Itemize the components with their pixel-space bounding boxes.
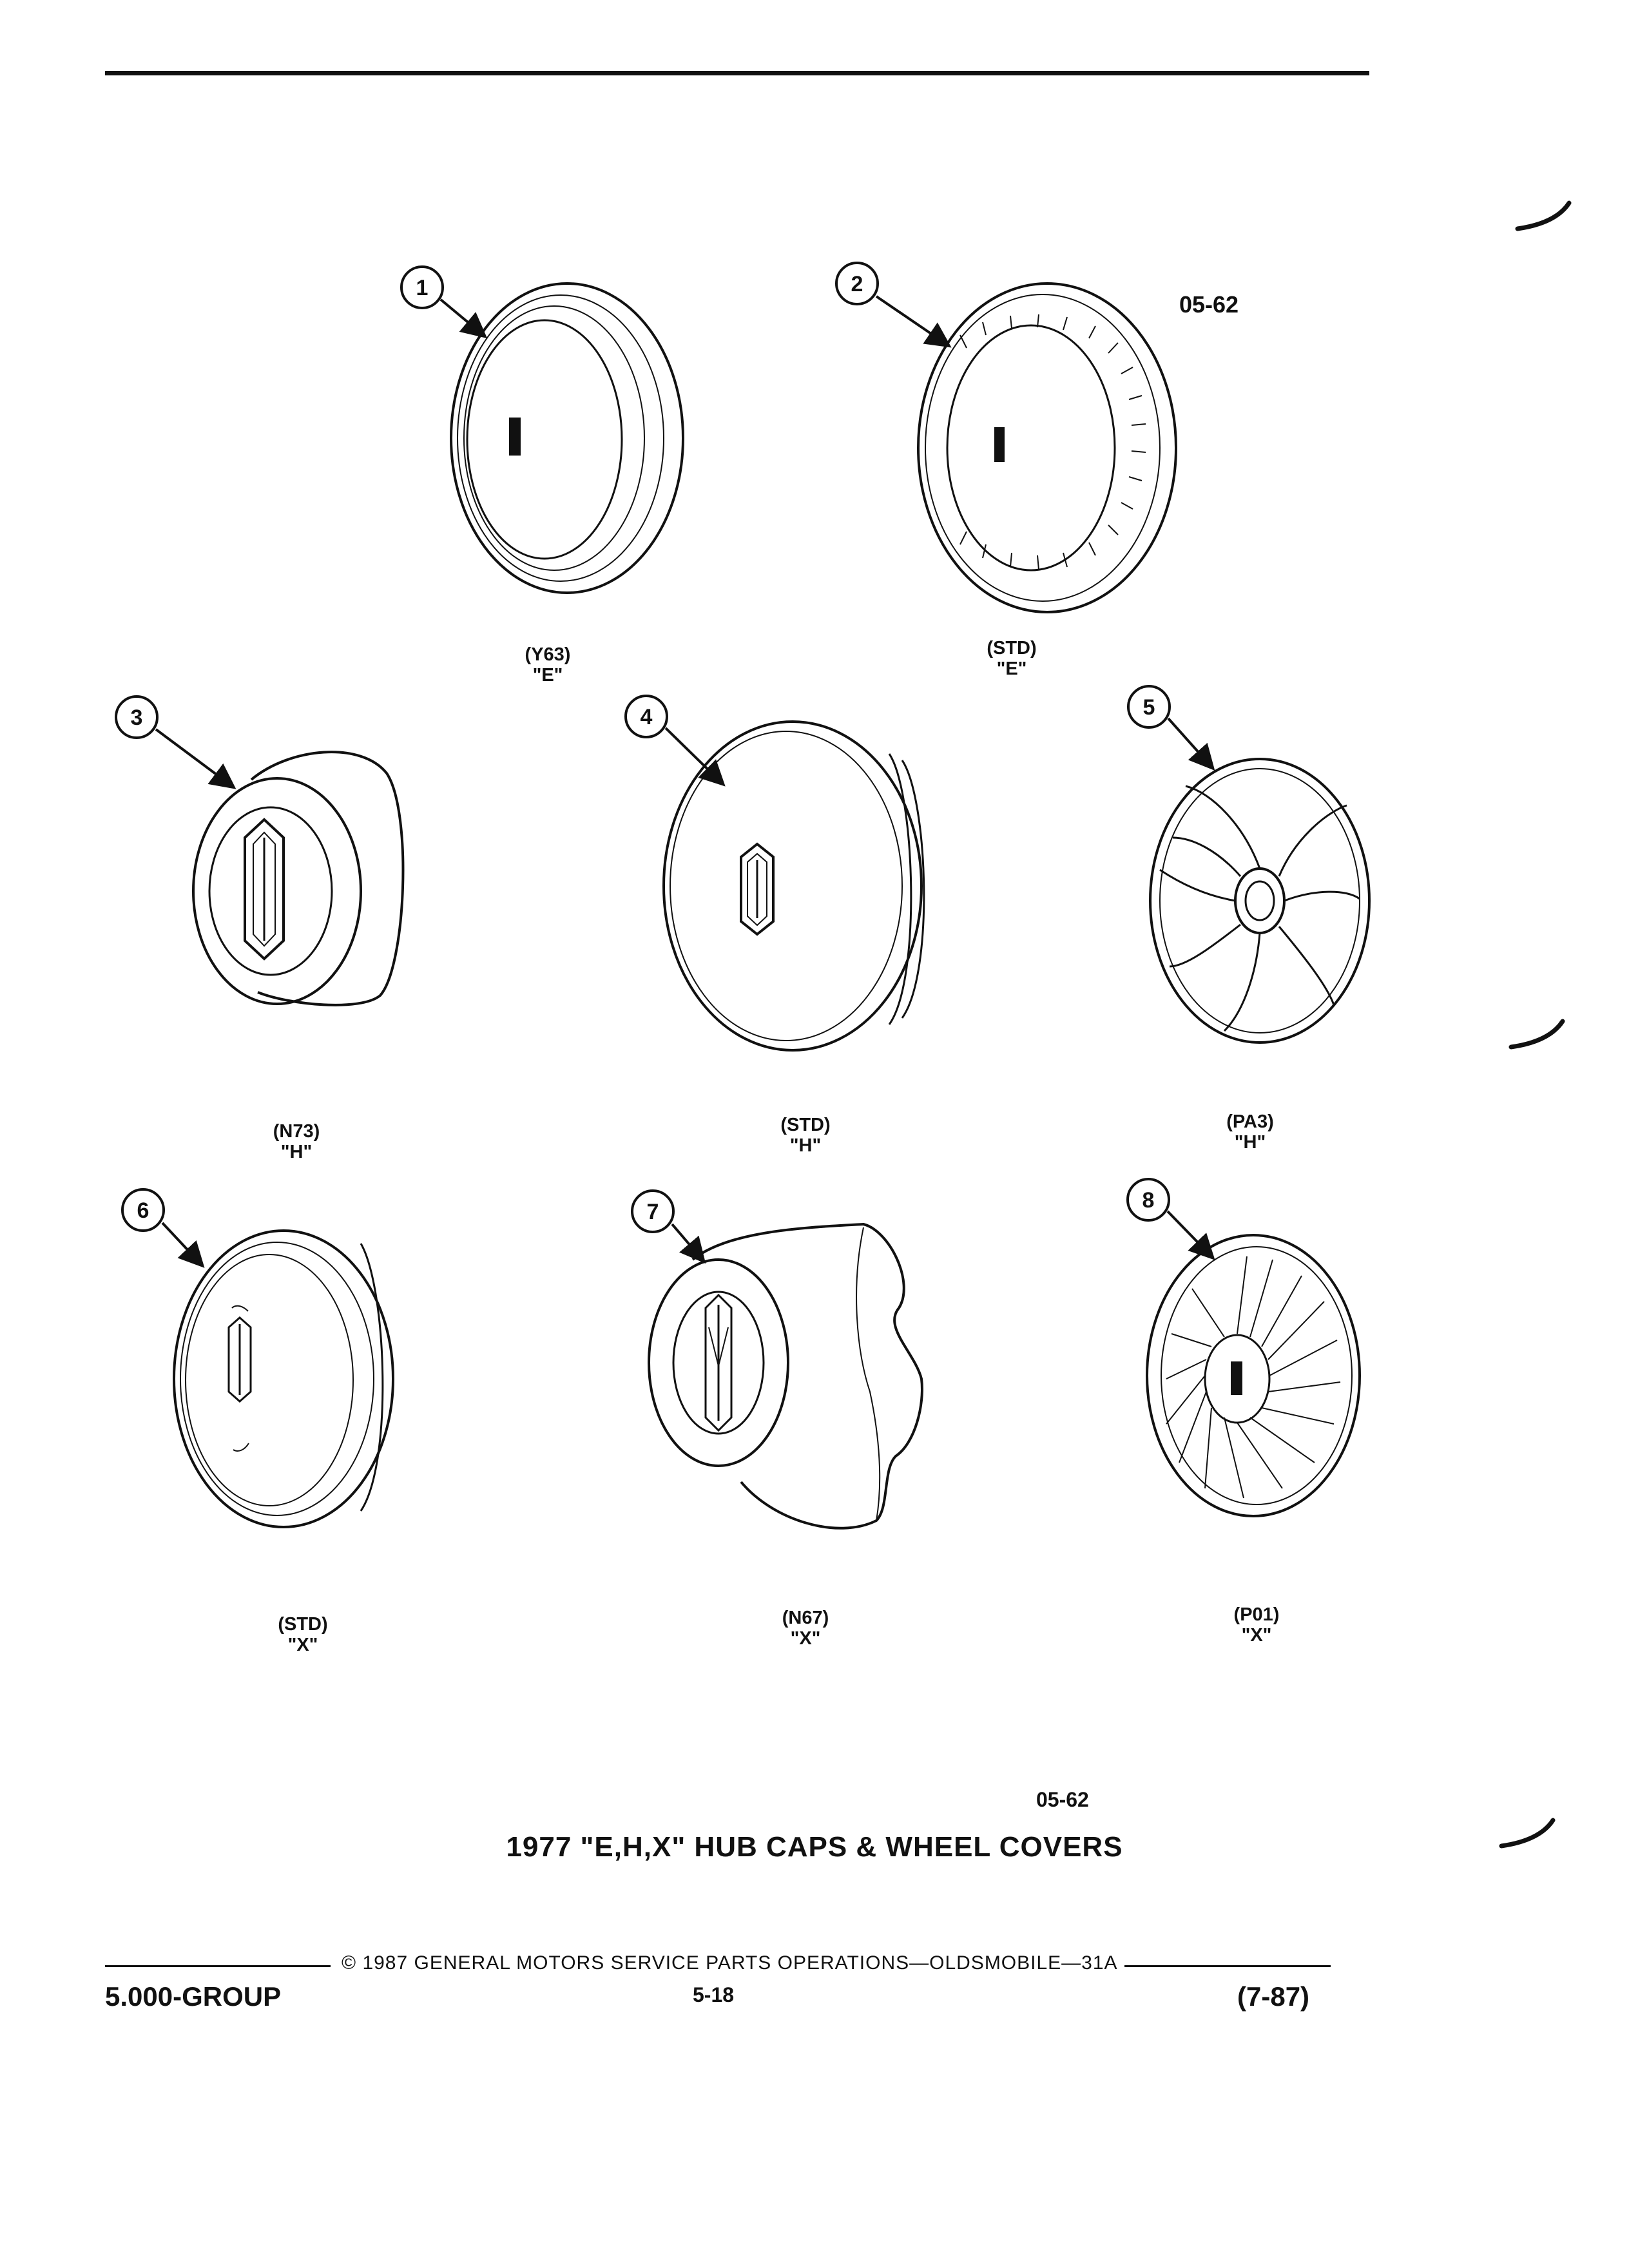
callout-number-7: 7 xyxy=(647,1200,659,1224)
reference-code-bottom: 05-62 xyxy=(1036,1788,1089,1811)
callout-circle-3 xyxy=(115,695,159,739)
hubcap-6-drawing xyxy=(173,1229,394,1528)
callout-number-3: 3 xyxy=(131,706,143,730)
part-label-3: (N73) "H" xyxy=(213,1121,380,1162)
revision-date: (7-87) xyxy=(1237,1981,1310,2012)
part-label-5: (PA3) "H" xyxy=(1166,1111,1334,1153)
group-number: 5.000-GROUP xyxy=(105,1981,282,2012)
callout-arrow-3 xyxy=(155,728,236,789)
callout-circle-5 xyxy=(1127,685,1171,729)
top-rule xyxy=(105,71,1369,75)
footer-rule-left xyxy=(105,1965,331,1967)
callout-circle-1 xyxy=(400,265,444,309)
callout-arrow-4 xyxy=(664,727,726,787)
series-code: "X" xyxy=(287,1635,318,1655)
page-number: 5-18 xyxy=(693,1983,735,2006)
hubcap-3-drawing xyxy=(192,751,405,1006)
callout-arrow-7 xyxy=(671,1223,706,1264)
hubcap-7-drawing xyxy=(648,1222,923,1530)
binding-mark-1 xyxy=(1515,200,1572,231)
callout-arrow-8 xyxy=(1166,1210,1215,1260)
option-code: (N67) xyxy=(782,1608,829,1628)
diagram-title: 1977 "E,H,X" HUB CAPS & WHEEL COVERS xyxy=(506,1831,1123,1863)
callout-number-1: 1 xyxy=(416,276,429,300)
callout-number-4: 4 xyxy=(641,705,653,729)
option-code: (P01) xyxy=(1233,1604,1280,1625)
hubcap-1-drawing xyxy=(450,282,684,594)
series-code: "H" xyxy=(280,1142,313,1162)
callout-arrow-1 xyxy=(439,298,488,339)
part-label-4: (STD) "H" xyxy=(722,1115,889,1156)
option-code: (Y63) xyxy=(525,644,571,665)
copyright-line: © 1987 GENERAL MOTORS SERVICE PARTS OPER… xyxy=(342,1952,1118,1974)
series-code: "E" xyxy=(532,665,563,686)
part-label-2: (STD) "E" xyxy=(928,638,1095,679)
binding-mark-3 xyxy=(1499,1818,1556,1849)
option-code: (STD) xyxy=(278,1614,328,1635)
binding-mark-2 xyxy=(1509,1019,1565,1050)
callout-circle-6 xyxy=(121,1188,165,1232)
series-code: "H" xyxy=(1234,1132,1266,1153)
series-code: "X" xyxy=(790,1628,821,1649)
callout-arrow-2 xyxy=(875,295,952,348)
reference-code-top: 05-62 xyxy=(1179,291,1239,318)
part-label-7: (N67) "X" xyxy=(722,1608,889,1649)
callout-arrow-6 xyxy=(161,1222,205,1268)
callout-circle-4 xyxy=(624,695,668,738)
wheel-cover-2-drawing xyxy=(917,282,1177,613)
option-code: (PA3) xyxy=(1226,1111,1274,1132)
option-code: (N73) xyxy=(273,1121,320,1142)
part-label-8: (P01) "X" xyxy=(1173,1604,1340,1646)
option-code: (STD) xyxy=(780,1115,831,1135)
wheel-cover-8-drawing xyxy=(1146,1234,1361,1517)
series-code: "E" xyxy=(996,658,1027,679)
footer-rule-right xyxy=(1124,1965,1331,1967)
hubcap-4-drawing xyxy=(662,720,925,1052)
callout-circle-2 xyxy=(835,262,879,305)
series-code: "X" xyxy=(1241,1625,1272,1646)
callout-number-8: 8 xyxy=(1142,1188,1155,1213)
part-label-1: (Y63) "E" xyxy=(464,644,631,686)
callout-circle-8 xyxy=(1126,1178,1170,1222)
callout-number-5: 5 xyxy=(1143,695,1155,720)
series-code: "H" xyxy=(789,1135,822,1156)
callout-number-2: 2 xyxy=(851,272,863,296)
callout-arrow-5 xyxy=(1167,717,1215,771)
wheel-cover-5-drawing xyxy=(1149,758,1371,1044)
callout-circle-7 xyxy=(631,1189,675,1233)
option-code: (STD) xyxy=(987,638,1037,658)
part-label-6: (STD) "X" xyxy=(219,1614,387,1655)
callout-number-6: 6 xyxy=(137,1198,149,1223)
